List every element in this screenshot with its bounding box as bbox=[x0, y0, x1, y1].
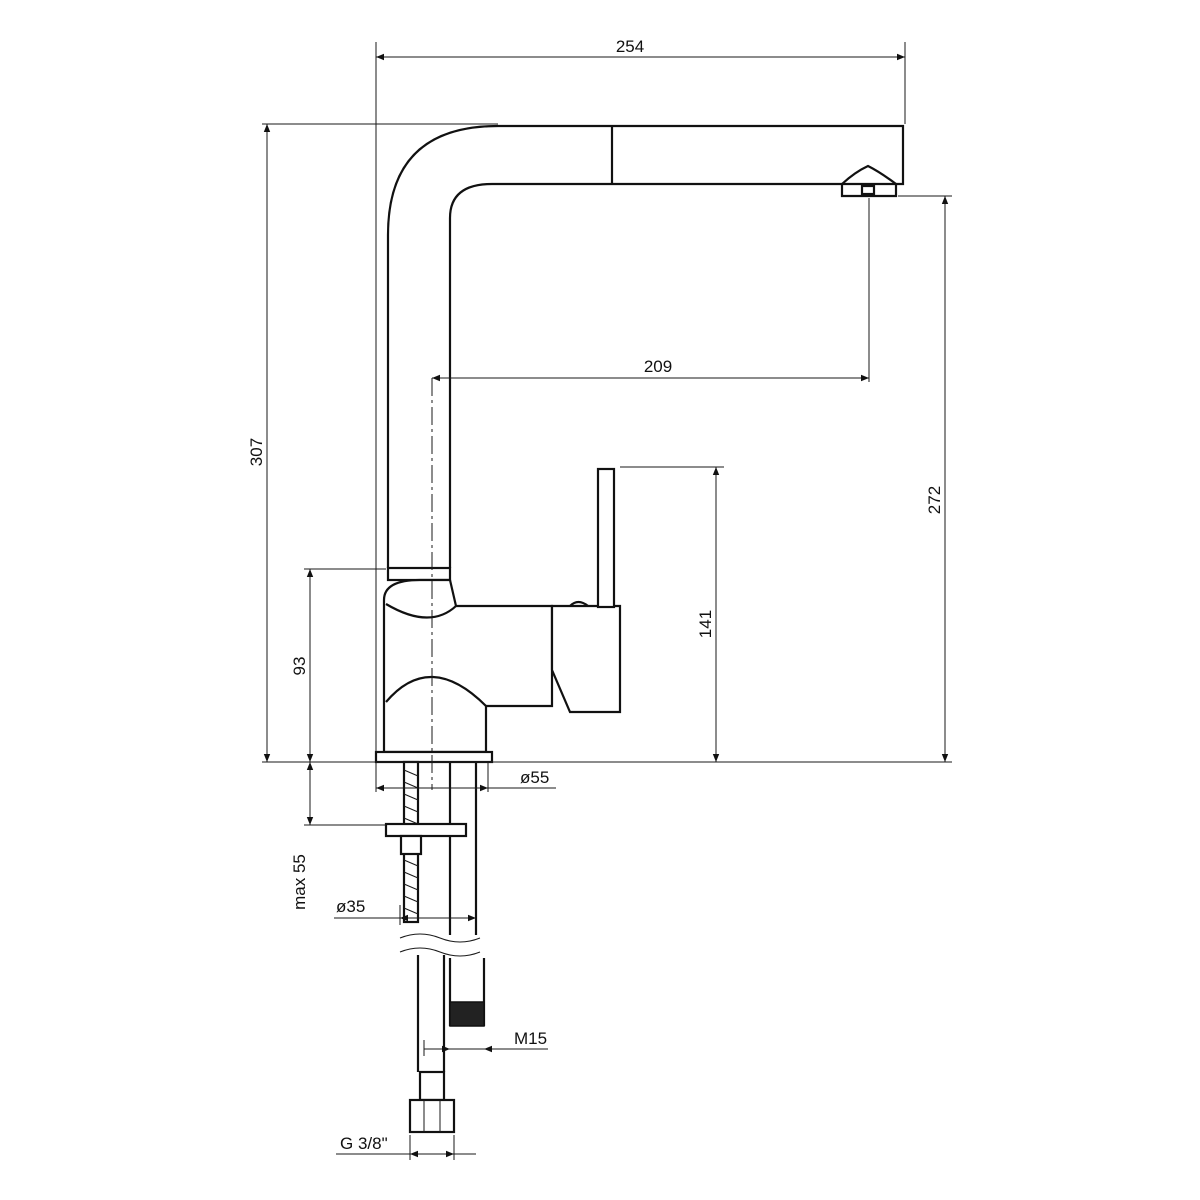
spout-inner bbox=[448, 182, 612, 568]
label-254: 254 bbox=[616, 37, 644, 56]
swivel-ring bbox=[386, 566, 452, 582]
label-max55: max 55 bbox=[290, 854, 309, 910]
fitting-hex-nut bbox=[408, 1098, 456, 1134]
label-209: 209 bbox=[644, 357, 672, 376]
nozzle-outlet bbox=[860, 184, 876, 196]
mounting-plate bbox=[384, 822, 468, 838]
dimension-lines bbox=[263, 53, 949, 1158]
lever-handle bbox=[596, 467, 616, 609]
under-counter bbox=[384, 760, 486, 1134]
label-g38: G 3/8" bbox=[340, 1134, 388, 1153]
faucet-outline bbox=[374, 124, 905, 764]
base-plate bbox=[374, 750, 494, 764]
label-307: 307 bbox=[247, 438, 266, 466]
label-m15: M15 bbox=[514, 1029, 547, 1048]
label-141: 141 bbox=[696, 610, 715, 638]
m15-thread bbox=[449, 1001, 485, 1027]
body-lower-arc bbox=[385, 675, 487, 707]
fitting-collar bbox=[418, 1070, 446, 1102]
spray-nozzle bbox=[840, 164, 898, 198]
faucet-body bbox=[382, 578, 554, 754]
lever-cartridge bbox=[550, 604, 622, 714]
spout-outer bbox=[386, 124, 905, 568]
extension-lines bbox=[262, 42, 952, 1160]
break-lines bbox=[399, 933, 481, 957]
label-272: 272 bbox=[925, 486, 944, 514]
label-d35: ø35 bbox=[336, 897, 365, 916]
lever-knob bbox=[569, 600, 589, 607]
body-upper-arc bbox=[385, 603, 457, 619]
dimension-labels: 254 209 307 272 141 93 max 55 ø55 ø35 M1… bbox=[247, 37, 944, 1153]
mounting-nut bbox=[399, 834, 423, 856]
label-d55: ø55 bbox=[520, 768, 549, 787]
label-93: 93 bbox=[290, 657, 309, 676]
